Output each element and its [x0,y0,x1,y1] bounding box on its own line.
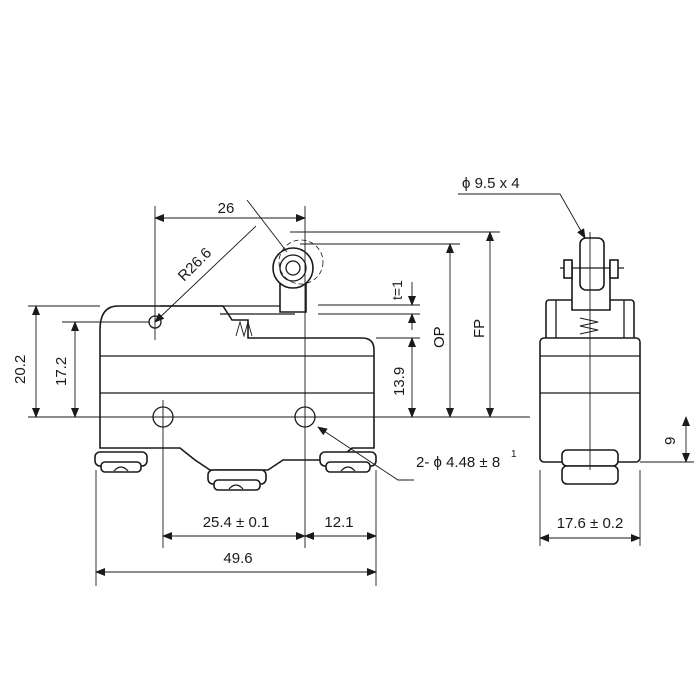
label-25-4: 25.4 ± 0.1 [203,514,270,531]
label-roller-spec: ϕ 9.5 x 4 [462,175,520,192]
side-axle-right [609,259,619,279]
leader-hole-spec [317,426,414,481]
label-49-6: 49.6 [223,550,252,567]
label-t1: t=1 [389,280,405,300]
label-13-9: 13.9 [391,367,408,396]
terminal-middle [207,469,267,491]
label-20-2: 20.2 [12,355,29,384]
label-r26-6: R26.6 [175,245,215,285]
leader-roller-spec [458,193,586,239]
label-17-2: 17.2 [53,357,70,386]
leader-roller [246,199,288,253]
side-roller [579,237,605,291]
label-op: OP [431,326,448,348]
spring-side [579,317,599,335]
label-hole-spec-sup: 1 [511,449,517,460]
label-9: 9 [662,437,679,445]
terminal-right [319,451,377,473]
label-17-6: 17.6 ± 0.2 [557,515,624,532]
spring-front [235,320,253,338]
side-axle-left [563,259,573,279]
label-12-1: 12.1 [324,514,353,531]
roller-inner [279,254,307,282]
roller-pin [285,260,301,276]
label-fp: FP [471,319,488,338]
switch-body [99,305,375,471]
terminal-left [94,451,148,473]
side-view: ϕ 9.5 x 4 9 17.6 ± 0.2 [458,175,694,546]
roller [272,247,314,289]
label-hole-spec: 2- ϕ 4.48 ± 8 [416,454,500,471]
roller-travel [278,239,324,285]
dim-line-r26-6 [154,225,257,323]
front-view: 26 R26.6 t=1 OP FP 20.2 17.2 13.9 2- ϕ 4… [12,199,530,586]
label-26: 26 [218,200,235,217]
